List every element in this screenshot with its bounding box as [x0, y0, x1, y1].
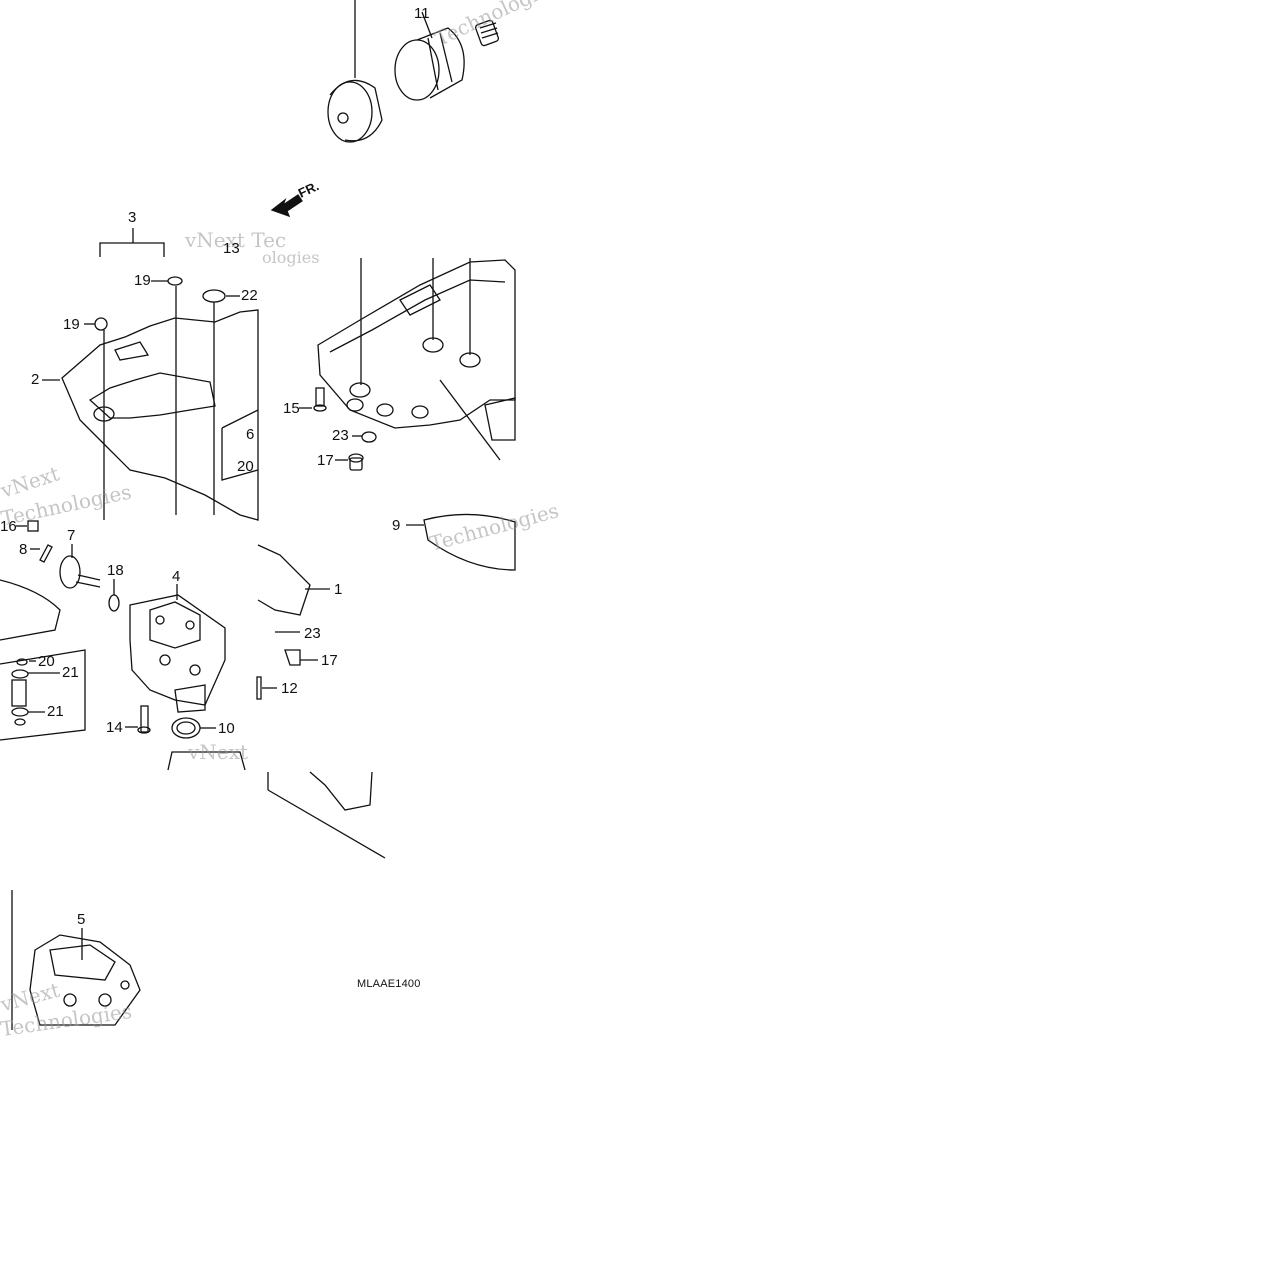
strainer-9-drawing: [423, 513, 516, 571]
callout-20: 20: [237, 458, 254, 475]
callout-6: 6: [246, 426, 255, 443]
callout-12: 12: [281, 680, 298, 697]
callout-19: 19: [63, 316, 80, 333]
oil-pan-gasket-drawing: [61, 276, 259, 521]
callout-21: 21: [62, 664, 79, 681]
callout-13: 13: [223, 240, 240, 257]
gear-shaft-7-drawing: [59, 555, 101, 589]
callout-21: 21: [47, 703, 64, 720]
callout-1: 1: [334, 581, 343, 598]
callout-20: 20: [38, 653, 55, 670]
callout-14: 14: [106, 719, 123, 736]
o-ring-18-drawing: [108, 594, 120, 612]
watermark: vNext: [188, 740, 248, 764]
bolt-15-drawing: [313, 387, 327, 412]
callout-10: 10: [218, 720, 235, 737]
watermark: ologies: [262, 248, 320, 267]
callout-17: 17: [317, 452, 334, 469]
oil-pump-5-drawing: [29, 934, 141, 1026]
watermark: vNext Tec: [185, 228, 287, 252]
figure-code: MLAAE1400: [357, 978, 421, 990]
pin-8-drawing: [39, 544, 53, 563]
callout-3: 3: [128, 209, 137, 226]
callout-18: 18: [107, 562, 124, 579]
front-arrow-icon: [270, 194, 303, 218]
callout-17: 17: [321, 652, 338, 669]
oil-pump-4-drawing: [129, 594, 226, 713]
callout-19: 19: [134, 272, 151, 289]
callout-2: 2: [31, 371, 40, 388]
callout-16: 16: [0, 518, 17, 535]
callout-23: 23: [304, 625, 321, 642]
callout-23: 23: [332, 427, 349, 444]
oil-pan-drawing: [317, 258, 516, 461]
callout-11: 11: [414, 5, 430, 22]
callout-9: 9: [392, 517, 401, 534]
oil-pan-1-drawing: [257, 544, 311, 616]
oil-filter-drawing: [327, 0, 500, 143]
washer-23-drawing: [361, 431, 377, 443]
callout-8: 8: [19, 541, 28, 558]
callout-7: 7: [67, 527, 76, 544]
callout-15: 15: [283, 400, 300, 417]
dowel-16-drawing: [27, 520, 39, 532]
callout-22: 22: [241, 287, 258, 304]
callout-5: 5: [77, 911, 86, 928]
callout-4: 4: [172, 568, 181, 585]
drain-bolt-17-drawing: [348, 453, 364, 471]
